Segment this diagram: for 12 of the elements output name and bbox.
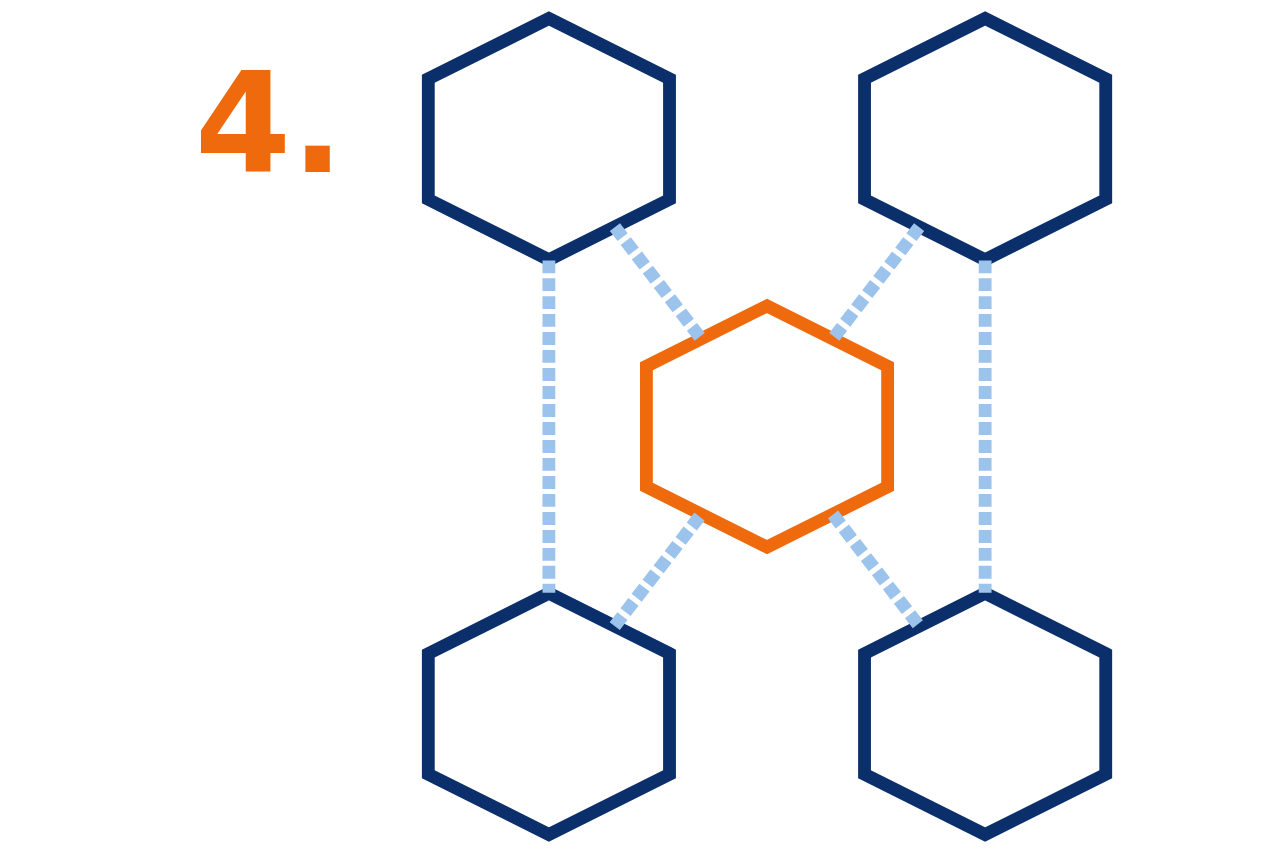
connector bbox=[542, 260, 556, 593]
connector bbox=[609, 510, 707, 631]
node-cube bbox=[640, 298, 895, 555]
node-cube bbox=[858, 11, 1113, 267]
connector bbox=[609, 223, 707, 343]
node-cube bbox=[421, 11, 676, 267]
label: 4. bbox=[194, 42, 344, 205]
connector bbox=[827, 223, 925, 343]
connector bbox=[978, 260, 992, 593]
node-cube bbox=[858, 586, 1113, 842]
connector bbox=[827, 510, 925, 631]
node-cube bbox=[421, 586, 676, 842]
